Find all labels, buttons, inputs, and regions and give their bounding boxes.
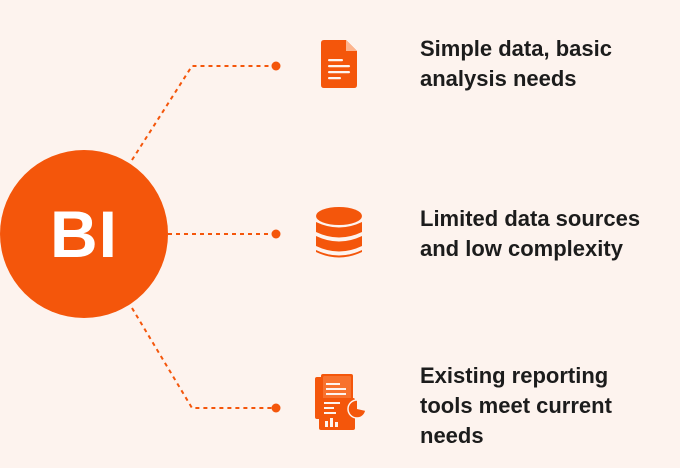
report-chart-icon [315,374,367,430]
item-1-line-1: Simple data, basic [420,36,612,61]
item-1-line-2: analysis needs [420,66,577,91]
item-text-3: Existing reporting tools meet current ne… [420,361,670,451]
item-3-line-1: Existing reporting [420,363,609,388]
database-icon [316,207,362,258]
connector-dot-top [271,61,281,71]
item-2-line-1: Limited data sources [420,206,641,231]
item-2-line-2: and low complexity [420,236,623,261]
document-icon [321,40,357,88]
item-3-line-3: needs [420,423,484,448]
connector-dot-bottom [271,403,281,413]
item-text-1: Simple data, basic analysis needs [420,34,670,94]
connector-bottom [131,307,274,409]
connector-dot-middle [271,229,281,239]
bi-circle: BI [0,150,168,318]
bi-label: BI [50,197,118,271]
connector-top [131,65,274,161]
item-text-2: Limited data sources and low complexity [420,204,670,264]
item-3-line-2: tools meet current [420,393,612,418]
